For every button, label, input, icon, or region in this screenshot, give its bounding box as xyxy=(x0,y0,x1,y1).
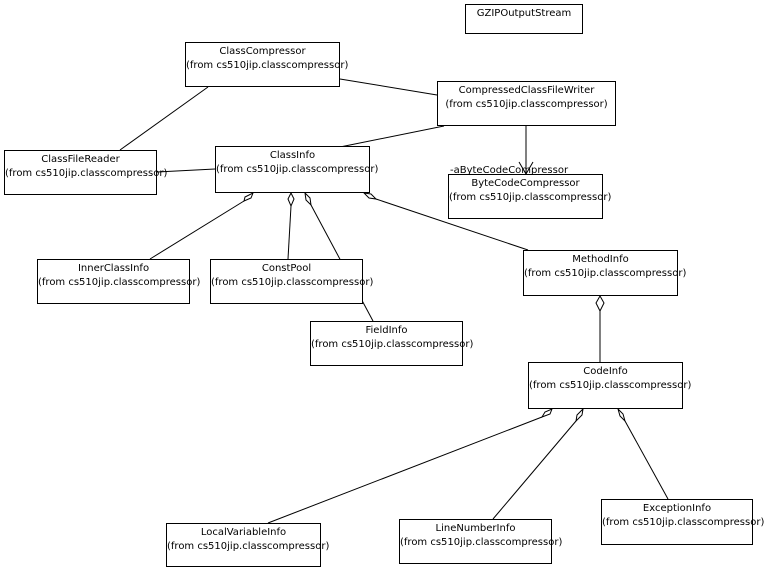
class-package: (from cs510jip.classcompressor) xyxy=(167,541,330,552)
class-class-compressor: ClassCompressor (from cs510jip.classcomp… xyxy=(185,42,349,87)
class-name: InnerClassInfo xyxy=(77,263,150,274)
association-compressor-writer xyxy=(339,78,438,96)
class-inner-class-info: InnerClassInfo (from cs510jip.classcompr… xyxy=(37,259,201,304)
aggregation-diamond-codeinfo xyxy=(595,294,605,313)
aggregation-diamond-innerclass xyxy=(243,191,254,202)
aggregation-classinfo-innerclass xyxy=(149,200,245,260)
class-name: ConstPool xyxy=(261,263,312,274)
class-byte-code-compressor: ByteCodeCompressor (from cs510jip.classc… xyxy=(448,174,612,219)
aggregation-diamond-methodinfo xyxy=(362,192,378,200)
class-class-file-reader: ClassFileReader (from cs510jip.classcomp… xyxy=(4,150,168,195)
aggregation-classinfo-methodinfo xyxy=(375,198,529,251)
aggregation-diamond-linenumber xyxy=(575,407,584,423)
class-package: (from cs510jip.classcompressor) xyxy=(5,168,168,179)
class-local-variable-info: LocalVariableInfo (from cs510jip.classco… xyxy=(166,523,330,567)
class-package: (from cs510jip.classcompressor) xyxy=(211,277,374,288)
class-compressed-class-file-writer: CompressedClassFileWriter (from cs510jip… xyxy=(437,81,616,126)
association-compressor-reader xyxy=(119,86,209,151)
class-package: (from cs510jip.classcompressor) xyxy=(400,537,563,548)
class-package: (from cs510jip.classcompressor) xyxy=(524,268,687,279)
aggregation-codeinfo-localvariable xyxy=(267,416,543,524)
class-package: (from cs510jip.classcompressor) xyxy=(186,60,349,71)
class-name: CompressedClassFileWriter xyxy=(458,85,595,96)
class-package: (from cs510jip.classcompressor) xyxy=(311,339,474,350)
class-name: CodeInfo xyxy=(583,366,628,377)
class-name: ExceptionInfo xyxy=(642,503,712,514)
aggregation-classinfo-constpool xyxy=(287,205,292,260)
class-name: ByteCodeCompressor xyxy=(471,178,580,189)
aggregation-diamond-exception xyxy=(616,407,627,423)
class-package: (from cs510jip.classcompressor) xyxy=(216,164,379,175)
association-reader-classinfo xyxy=(156,168,216,173)
class-code-info: CodeInfo (from cs510jip.classcompressor) xyxy=(528,362,692,409)
class-package: (from cs510jip.classcompressor) xyxy=(445,99,608,110)
class-name: ClassCompressor xyxy=(219,46,306,57)
class-class-info: ClassInfo (from cs510jip.classcompressor… xyxy=(215,146,379,193)
aggregation-codeinfo-linenumber xyxy=(492,420,577,520)
class-name: MethodInfo xyxy=(572,254,629,265)
class-package: (from cs510jip.classcompressor) xyxy=(529,380,692,391)
class-exception-info: ExceptionInfo (from cs510jip.classcompre… xyxy=(601,499,764,545)
class-name: FieldInfo xyxy=(365,325,408,336)
aggregation-codeinfo-exception xyxy=(624,420,669,500)
class-line-number-info: LineNumberInfo (from cs510jip.classcompr… xyxy=(399,519,563,564)
class-package: (from cs510jip.classcompressor) xyxy=(602,517,764,528)
class-method-info: MethodInfo (from cs510jip.classcompresso… xyxy=(523,250,687,296)
class-name: LocalVariableInfo xyxy=(200,527,287,538)
class-package: (from cs510jip.classcompressor) xyxy=(38,277,201,288)
class-package: (from cs510jip.classcompressor) xyxy=(449,192,612,203)
association-writer-classinfo xyxy=(339,125,445,148)
class-const-pool: ConstPool (from cs510jip.classcompressor… xyxy=(210,259,374,304)
class-name: ClassInfo xyxy=(269,150,316,161)
aggregation-diamond-fieldinfo xyxy=(304,191,312,207)
aggregation-diamond-localvariable xyxy=(540,408,553,418)
class-name: GZIPOutputStream xyxy=(476,8,572,19)
class-name: LineNumberInfo xyxy=(435,523,516,534)
class-name: ClassFileReader xyxy=(41,154,120,165)
class-field-info: FieldInfo (from cs510jip.classcompressor… xyxy=(310,321,474,366)
aggregation-diamond-constpool xyxy=(287,191,295,208)
association-role-label: -aByteCodeCompressor xyxy=(450,165,569,176)
class-gzip-output-stream: GZIPOutputStream xyxy=(465,4,583,34)
